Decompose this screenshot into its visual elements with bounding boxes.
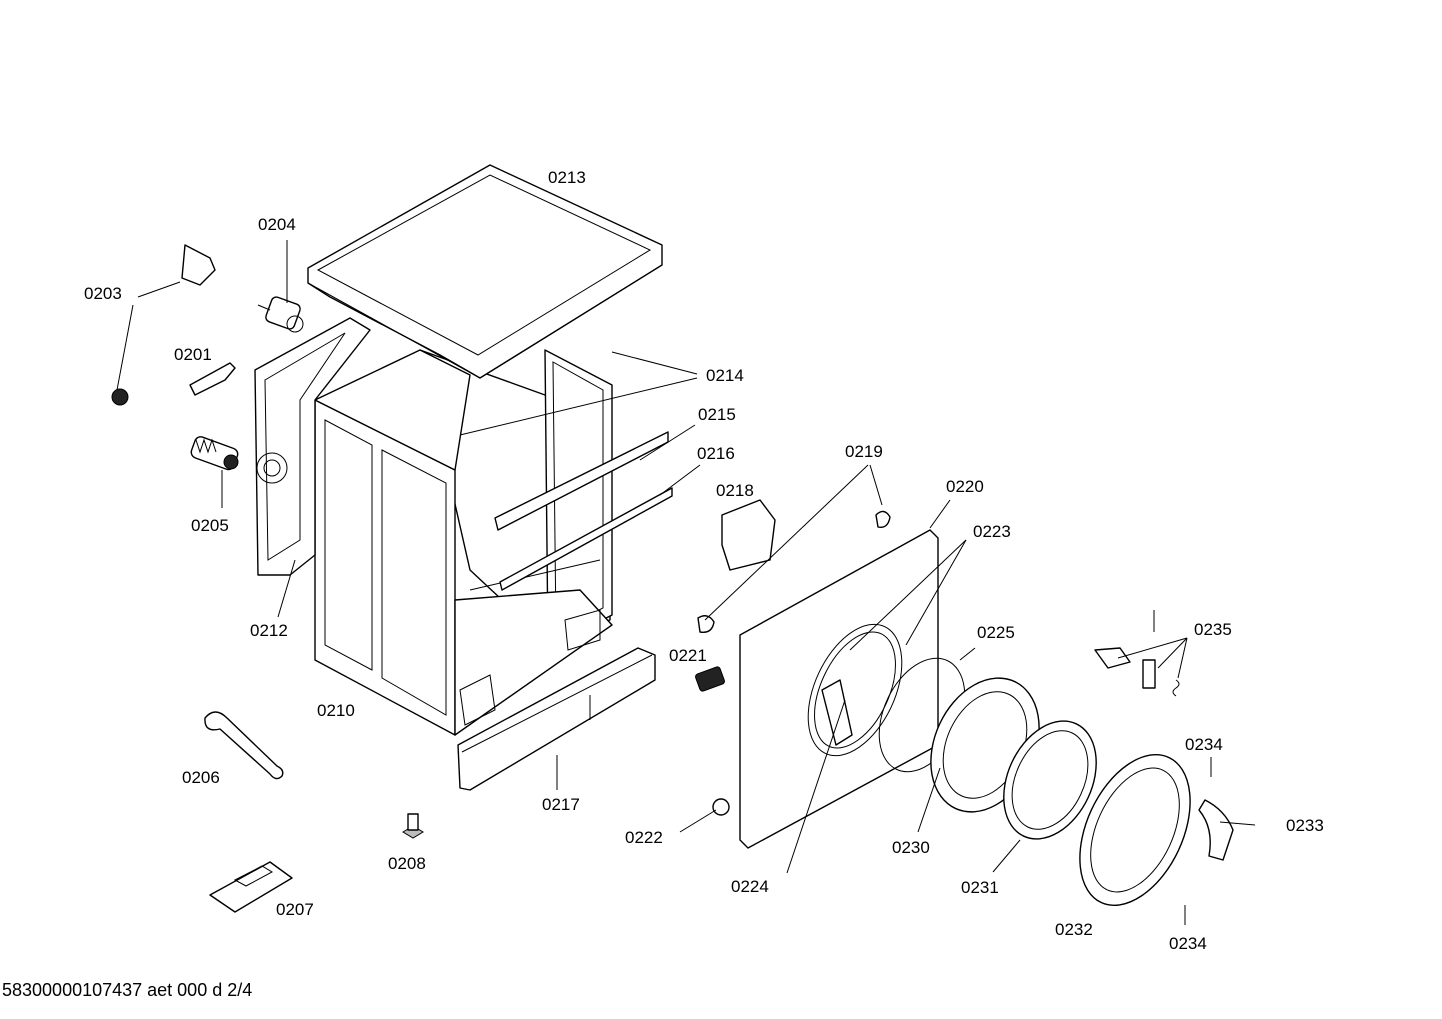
label-0224: 0224 (731, 877, 769, 896)
leader-lines (116, 240, 1256, 874)
part-0204 (257, 296, 304, 333)
label-0206: 0206 (182, 768, 220, 787)
label-0223: 0223 (973, 522, 1011, 541)
label-0218: 0218 (716, 481, 754, 500)
label-0203: 0203 (84, 284, 122, 303)
label-0221: 0221 (669, 646, 707, 665)
part-0205 (190, 436, 239, 471)
label-0235: 0235 (1194, 620, 1232, 639)
part-0219 (875, 510, 891, 528)
label-0214: 0214 (706, 366, 744, 385)
part-0218-door-lock (721, 499, 776, 571)
label-0210: 0210 (317, 701, 355, 720)
door-glass-0231 (1003, 720, 1097, 840)
part-0206-wrench (204, 711, 284, 780)
pins-0234 (1184, 757, 1212, 925)
label-0232: 0232 (1055, 920, 1093, 939)
label-0222: 0222 (625, 828, 663, 847)
label-0219: 0219 (845, 442, 883, 461)
label-0234-bottom: 0234 (1169, 934, 1207, 953)
door-ring-0232 (1079, 754, 1191, 906)
label-0213: 0213 (548, 168, 586, 187)
top-cover-0213 (307, 164, 663, 379)
label-0212: 0212 (250, 621, 288, 640)
part-0221 (695, 615, 725, 692)
label-0220: 0220 (946, 477, 984, 496)
part-0201 (189, 362, 236, 396)
label-0201: 0201 (174, 345, 212, 364)
side-panel-0212 (254, 317, 371, 576)
label-0225: 0225 (977, 623, 1015, 642)
label-0231: 0231 (961, 878, 999, 897)
label-0217: 0217 (542, 795, 580, 814)
document-code: 58300000107437 aet 000 d 2/4 (2, 980, 253, 1000)
cabinet-0210 (314, 349, 613, 736)
front-panel-0220 (739, 529, 939, 849)
label-0230: 0230 (892, 838, 930, 857)
label-0208: 0208 (388, 854, 426, 873)
part-0203 (111, 244, 216, 406)
plinth-0217 (457, 647, 656, 791)
part-0207-bracket (209, 861, 293, 913)
label-0234-top: 0234 (1185, 735, 1223, 754)
hinge-parts-0235 (1094, 610, 1180, 697)
label-0207: 0207 (276, 900, 314, 919)
label-0233: 0233 (1286, 816, 1324, 835)
label-0205: 0205 (191, 516, 229, 535)
handle-0233 (1198, 799, 1234, 861)
part-0208-foot (402, 813, 424, 839)
callout-labels: 0201 0203 0204 0205 0206 0207 0208 0210 … (84, 168, 1324, 953)
label-0215: 0215 (698, 405, 736, 424)
part-0222-knob (712, 798, 730, 816)
rail-0216 (499, 487, 673, 591)
label-0216: 0216 (697, 444, 735, 463)
label-0204: 0204 (258, 215, 296, 234)
